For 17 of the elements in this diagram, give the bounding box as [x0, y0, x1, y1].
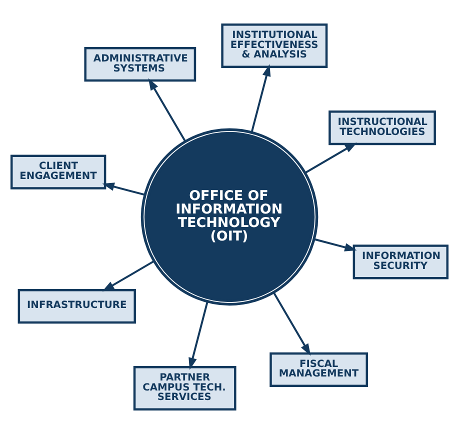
- node-box: INSTRUCTIONAL TECHNOLOGIES: [328, 110, 436, 146]
- node-box: INSTITUTIONAL EFFECTIVENESS & ANALYSIS: [221, 23, 328, 68]
- arrow: [314, 238, 357, 252]
- node-box: PARTNER CAMPUS TECH. SERVICES: [133, 366, 236, 411]
- arrow: [273, 292, 311, 356]
- arrow: [304, 142, 357, 174]
- arrow: [102, 182, 145, 196]
- node-box: FISCAL MANAGEMENT: [270, 352, 368, 387]
- node-box: CLIENT ENGAGEMENT: [10, 154, 106, 190]
- node-box: INFORMATION SECURITY: [352, 244, 449, 280]
- arrow: [188, 301, 208, 370]
- arrow: [250, 64, 271, 133]
- node-circle: OFFICE OF INFORMATION TECHNOLOGY (OIT): [140, 128, 318, 306]
- node-box: INFRASTRUCTURE: [18, 288, 136, 324]
- node-box: ADMINISTRATIVE SYSTEMS: [84, 47, 196, 82]
- arrow: [148, 78, 186, 142]
- arrow: [102, 260, 154, 292]
